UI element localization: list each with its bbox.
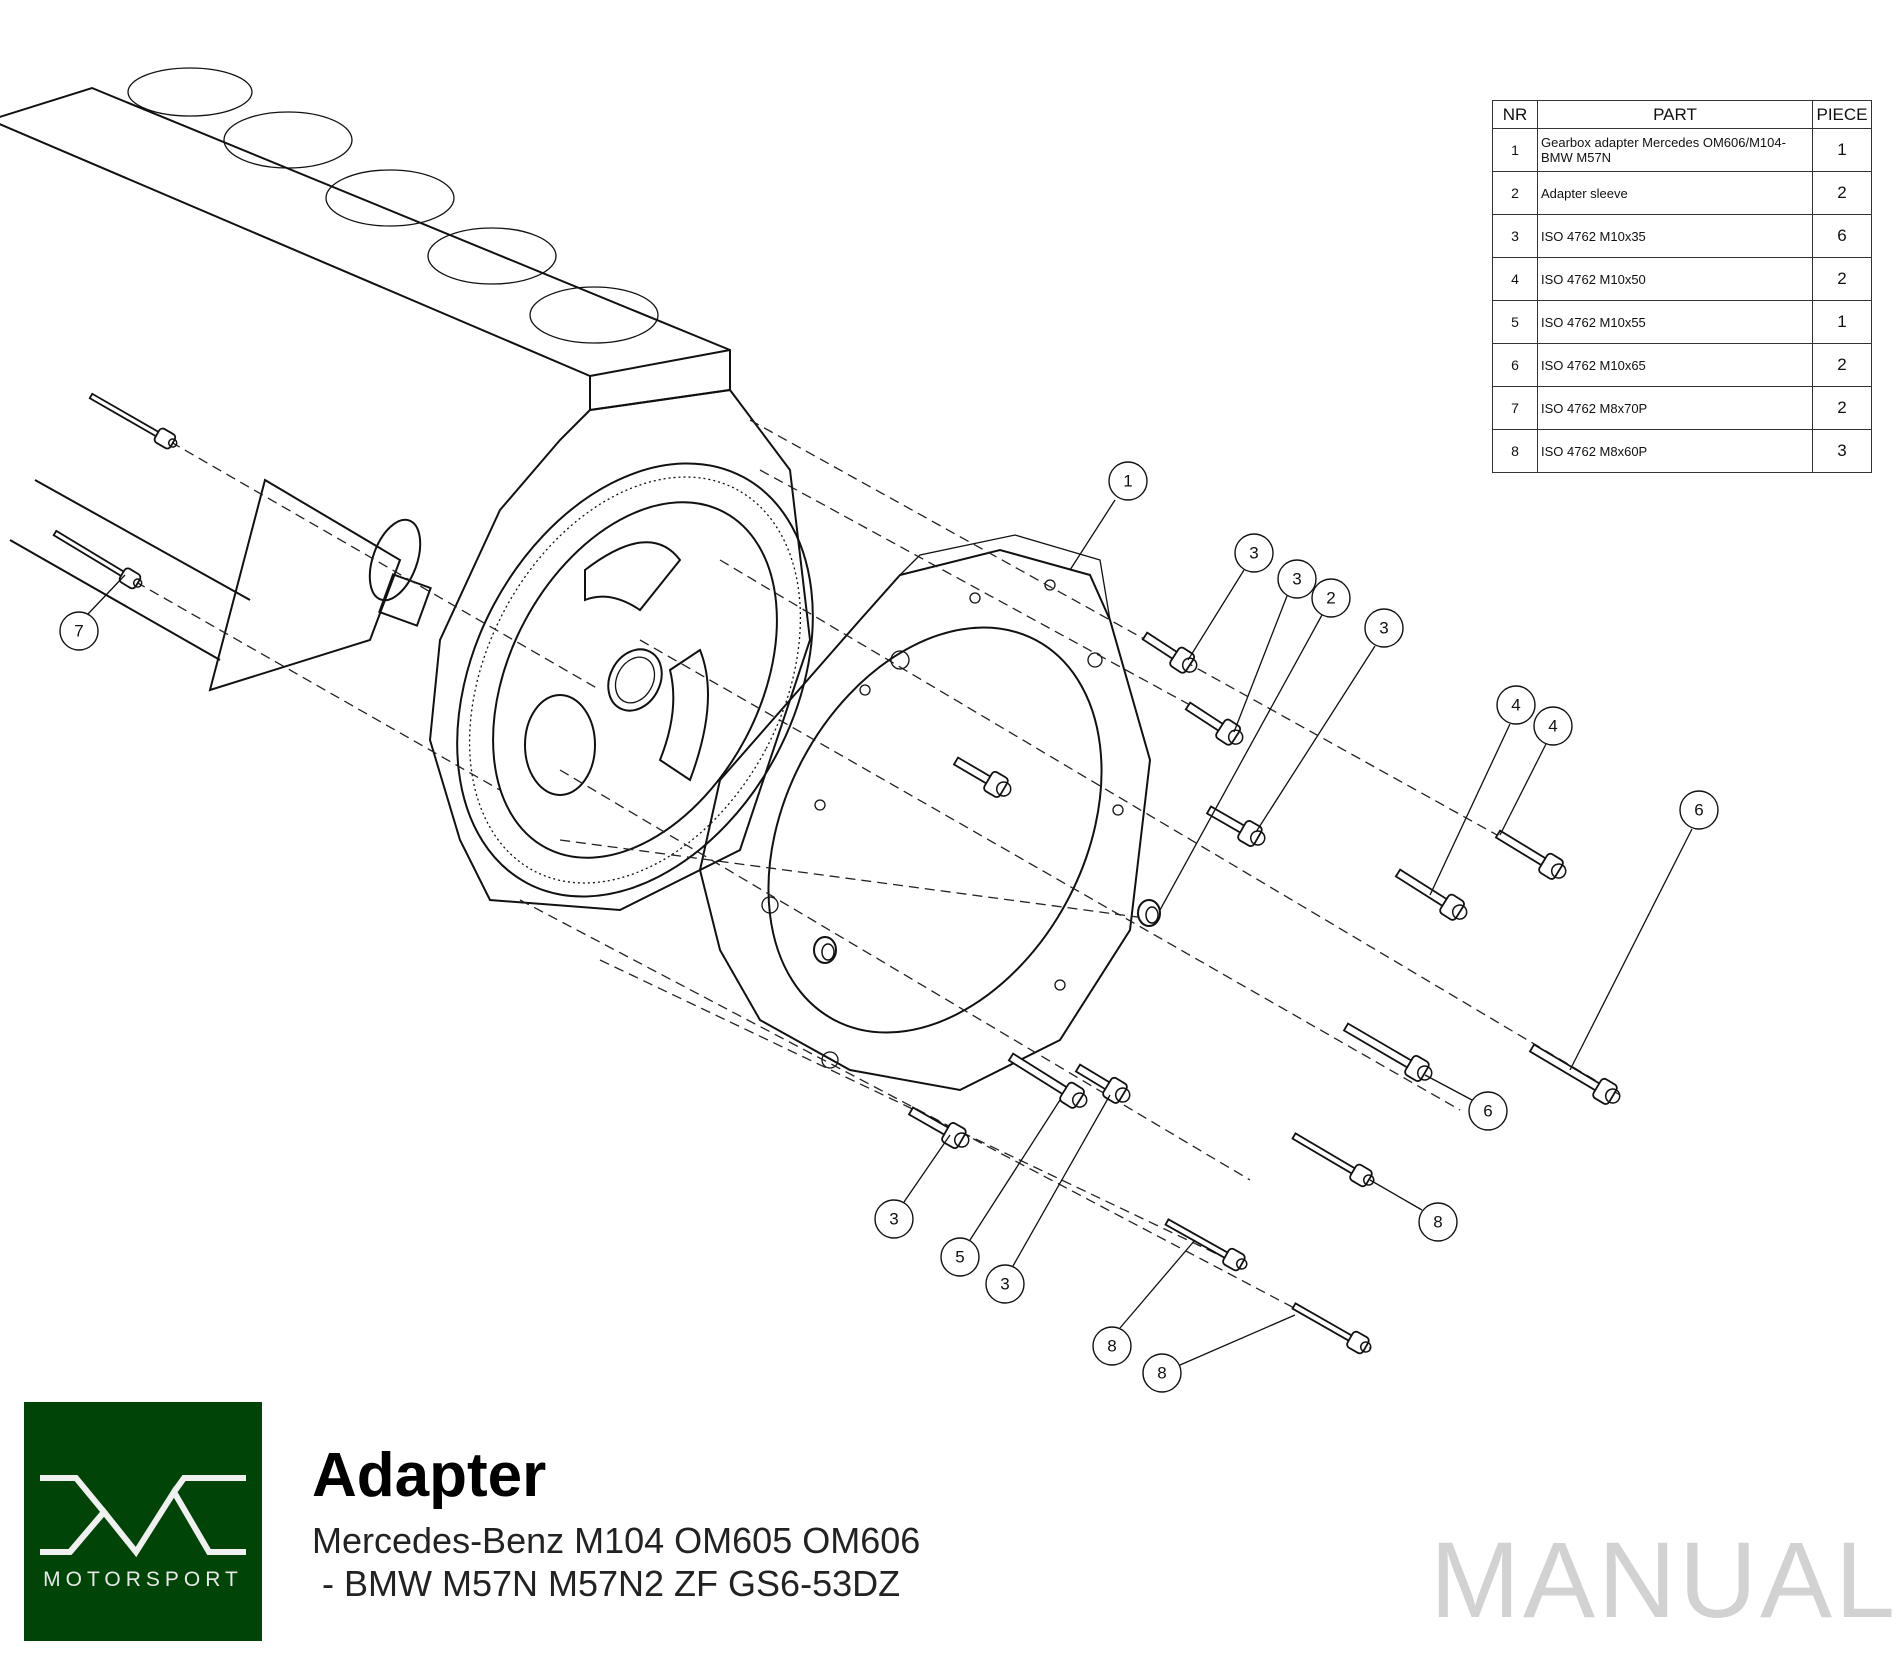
callout-label: 1: [1123, 472, 1132, 491]
callout-3e: 3: [985, 1094, 1111, 1304]
cell-part: ISO 4762 M10x55: [1537, 300, 1813, 344]
cell-part: Gearbox adapter Mercedes OM606/M104-BMW …: [1537, 128, 1813, 172]
bolt: [1164, 1218, 1248, 1272]
cell-part: ISO 4762 M10x35: [1537, 214, 1813, 258]
table-header-row: NR PART PIECE: [1492, 100, 1872, 129]
header-piece: PIECE: [1812, 100, 1872, 129]
callout-3d: 3: [874, 1134, 951, 1239]
callout-label: 8: [1433, 1213, 1442, 1232]
callout-4b: 4: [1499, 706, 1573, 836]
engine-block: [0, 67, 731, 412]
header-nr: NR: [1492, 100, 1538, 129]
callout-2: 2: [1159, 578, 1351, 911]
callout-3a: 3: [1187, 533, 1274, 661]
bolt: [1291, 1132, 1375, 1188]
bolt: [52, 529, 143, 590]
callout-label: 4: [1548, 717, 1557, 736]
cell-nr: 1: [1492, 128, 1538, 172]
starter-motor: [9, 478, 432, 692]
callout-7: 7: [59, 574, 126, 651]
cell-piece: 6: [1812, 214, 1872, 258]
logo-text: MOTORSPORT: [43, 1568, 243, 1591]
cell-piece: 2: [1812, 171, 1872, 215]
bolt: [1007, 1052, 1088, 1109]
callout-label: 7: [74, 622, 83, 641]
callout-label: 8: [1107, 1337, 1116, 1356]
cell-part: Adapter sleeve: [1537, 171, 1813, 215]
bolt: [1528, 1043, 1621, 1105]
cell-nr: 3: [1492, 214, 1538, 258]
callout-label: 3: [1379, 619, 1388, 638]
bolt: [1074, 1063, 1131, 1104]
cell-piece: 2: [1812, 343, 1872, 387]
bolt: [1394, 868, 1468, 921]
bolt: [1342, 1022, 1433, 1082]
cell-piece: 2: [1812, 386, 1872, 430]
callout-label: 2: [1326, 589, 1335, 608]
cell-piece: 2: [1812, 257, 1872, 301]
bolt: [1141, 631, 1198, 674]
callout-3b: 3: [1233, 559, 1317, 733]
bolt: [1494, 829, 1567, 880]
callout-label: 6: [1483, 1102, 1492, 1121]
adapter-sleeve: [813, 936, 837, 964]
cell-part: ISO 4762 M8x60P: [1537, 429, 1813, 473]
adapter-plate: [698, 534, 1152, 1092]
adapter-sleeve: [1137, 899, 1161, 927]
cell-piece: 1: [1812, 300, 1872, 344]
manual-watermark: MANUAL: [1430, 1519, 1899, 1640]
cell-nr: 2: [1492, 171, 1538, 215]
pmc-motorsport-logo: MOTORSPORT: [24, 1402, 262, 1641]
callout-5: 5: [940, 1099, 1061, 1277]
callout-6b: 6: [1424, 1074, 1508, 1131]
callout-label: 8: [1157, 1364, 1166, 1383]
header-part: PART: [1537, 100, 1813, 129]
cell-nr: 4: [1492, 257, 1538, 301]
callout-label: 3: [1292, 570, 1301, 589]
cell-nr: 6: [1492, 343, 1538, 387]
callout-4a: 4: [1429, 685, 1536, 896]
callout-8a: 8: [1369, 1179, 1458, 1242]
callout-label: 5: [955, 1248, 964, 1267]
bolt: [907, 1106, 970, 1149]
callout-label: 6: [1694, 801, 1703, 820]
cell-part: ISO 4762 M10x50: [1537, 257, 1813, 301]
callout-1: 1: [1069, 461, 1148, 571]
callout-label: 3: [889, 1210, 898, 1229]
callout-8c: 8: [1142, 1314, 1296, 1393]
cell-nr: 8: [1492, 429, 1538, 473]
bolts: [52, 392, 1621, 1355]
cell-piece: 3: [1812, 429, 1872, 473]
cell-part: ISO 4762 M10x65: [1537, 343, 1813, 387]
bolt: [1205, 805, 1266, 847]
callout-8b: 8: [1092, 1239, 1196, 1366]
bolt: [952, 756, 1012, 798]
subtitle-line-2: - BMW M57N M57N2 ZF GS6-53DZ: [312, 1563, 901, 1604]
callout-label: 3: [1249, 544, 1258, 563]
callout-label: 4: [1511, 696, 1520, 715]
cell-nr: 7: [1492, 386, 1538, 430]
callout-3c: 3: [1255, 608, 1404, 833]
callout-label: 3: [1000, 1275, 1009, 1294]
callout-6a: 6: [1569, 790, 1719, 1071]
cell-nr: 5: [1492, 300, 1538, 344]
bolt: [1184, 701, 1244, 746]
flywheel-assembly: [428, 388, 814, 912]
subtitle-line-1: Mercedes-Benz M104 OM605 OM606: [312, 1520, 921, 1561]
document-title: Adapter: [312, 1441, 547, 1510]
bolt: [88, 392, 178, 450]
bolt: [1291, 1302, 1372, 1355]
cell-piece: 1: [1812, 128, 1872, 172]
cell-part: ISO 4762 M8x70P: [1537, 386, 1813, 430]
pmc-logo-mark-icon: [40, 1475, 246, 1558]
